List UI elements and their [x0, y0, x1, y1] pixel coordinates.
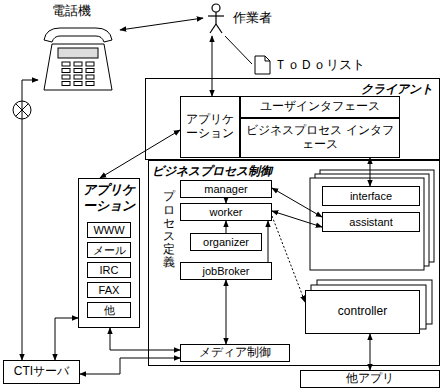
connector: [272, 211, 322, 227]
connector: [226, 221, 227, 233]
document-icon: [255, 56, 270, 74]
process-definition: プロセス定義: [160, 180, 178, 280]
node-text: interface: [347, 190, 395, 203]
other-app-box: 他アプリ: [300, 370, 440, 388]
node-text: アプリケーション: [181, 113, 239, 141]
todo-list: ＴｏＤｏリスト: [252, 55, 362, 75]
node-text: organizer: [200, 236, 252, 249]
connector: [225, 36, 252, 64]
connector: [226, 280, 227, 344]
media-control-box: メディア制御: [180, 344, 290, 362]
process-box: jobBroker: [180, 262, 272, 280]
client-region: クライアントアプリケーションユーザインタフェースビジネスプロセス インタフェース: [145, 78, 440, 160]
node-text: ビジネスプロセス インタフェース: [241, 124, 399, 152]
bp-interface-box: ビジネスプロセス インタフェース: [240, 118, 400, 158]
node-text: メール: [90, 244, 129, 257]
node-heading: ＴｏＤｏリスト: [274, 58, 365, 73]
process-box: interface: [322, 186, 420, 206]
connector: [272, 216, 305, 302]
node-text: FAX: [96, 284, 123, 297]
node-heading: ビジネスプロセス制御: [152, 163, 272, 180]
node-text: ユーザインタフェース: [257, 100, 383, 114]
application-region: アプリケーション WWW メール IRC FAX 他: [78, 178, 140, 328]
ui-box: ユーザインタフェース: [240, 96, 400, 118]
connector: [80, 358, 180, 374]
telephone: 電話機: [38, 2, 120, 94]
node-text: manager: [201, 183, 250, 196]
node-text: 他: [101, 304, 118, 317]
app-item: FAX: [87, 282, 131, 298]
node-text: controller: [335, 305, 390, 319]
node-text: IRC: [97, 264, 122, 277]
connector: [22, 80, 38, 360]
connector: [268, 221, 269, 262]
controller-box: controller: [305, 290, 420, 334]
app-item: WWW: [87, 222, 131, 238]
node-heading: アプリケーション: [82, 182, 136, 215]
node-text: WWW: [90, 224, 127, 237]
node-text: assistant: [346, 216, 395, 229]
connector: [370, 158, 371, 186]
node-text: 他アプリ: [343, 372, 397, 386]
app-item: メール: [87, 242, 131, 258]
connector: [120, 18, 203, 30]
node-heading: 電話機: [52, 4, 91, 19]
connector: [272, 188, 322, 217]
node-text: CTIサーバ: [11, 365, 72, 379]
connector: [212, 36, 213, 96]
worker-figure: 作業者: [203, 2, 273, 36]
process-box: worker: [180, 203, 272, 221]
cti-server-box: CTIサーバ: [3, 360, 80, 384]
process-box: manager: [180, 180, 272, 198]
application-box: アプリケーション: [180, 96, 240, 158]
app-item: 他: [87, 302, 131, 318]
node-text: プロセス定義: [163, 190, 175, 269]
connector: [370, 334, 371, 370]
app-item: IRC: [87, 262, 131, 278]
telephone-icon: [44, 28, 112, 90]
person-icon: [208, 4, 224, 33]
connector: [55, 318, 78, 360]
node-text: メディア制御: [196, 346, 274, 360]
node-text: worker: [206, 206, 245, 219]
node-text: jobBroker: [199, 265, 252, 278]
process-box: assistant: [322, 212, 420, 232]
bp-control-region: ビジネスプロセス制御プロセス定義 manager worker organizer jo…: [148, 160, 440, 366]
process-box: organizer: [190, 233, 262, 251]
connector: [110, 328, 180, 350]
node-heading: 作業者: [233, 11, 272, 26]
